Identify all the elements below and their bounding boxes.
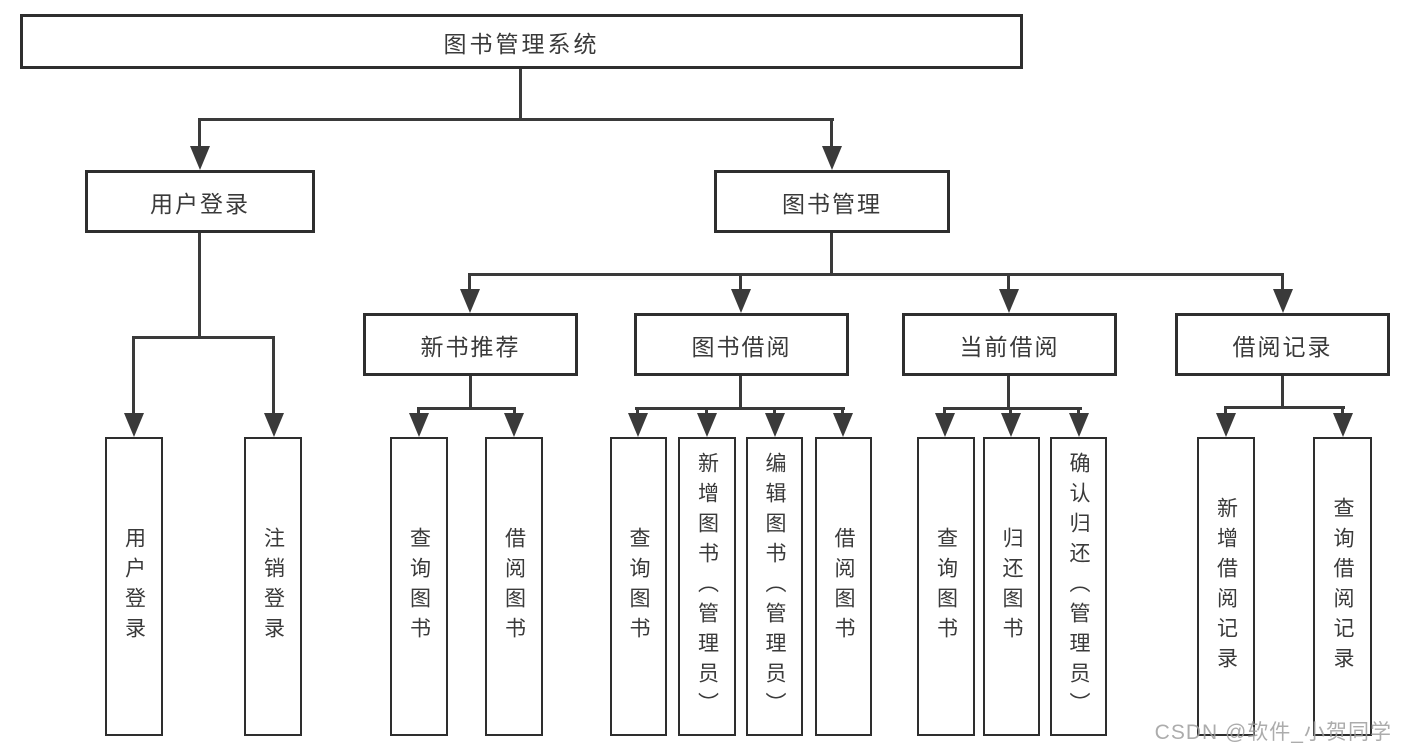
arrow-down [999, 289, 1019, 313]
connector-vline [198, 118, 201, 148]
connector-vline [773, 407, 776, 415]
connector-vline [1281, 273, 1284, 291]
arrow-down [935, 413, 955, 437]
connector-vline [519, 69, 522, 118]
connector-hline [943, 407, 1082, 410]
leaf-borrow-book-recommend-label: 借阅图书 [502, 526, 526, 647]
leaf-edit-book-admin: 编辑图书（管理员） [746, 437, 803, 736]
connector-vline [1007, 376, 1010, 407]
connector-vline [469, 376, 472, 407]
leaf-borrow-book-recommend: 借阅图书 [485, 437, 543, 736]
connector-hline [468, 273, 1284, 276]
connector-vline [272, 336, 275, 415]
leaf-query-book-recommend: 查询图书 [390, 437, 448, 736]
connector-vline [417, 407, 420, 415]
node-current-borrow-label: 当前借阅 [959, 333, 1060, 360]
connector-hline [198, 118, 834, 121]
arrow-down [1216, 413, 1236, 437]
connector-vline [739, 273, 742, 291]
connector-vline [1007, 273, 1010, 291]
connector-vline [1341, 406, 1344, 415]
leaf-add-book-admin-label: 新增图书（管理员） [695, 451, 719, 722]
node-user-login: 用户登录 [85, 170, 315, 233]
leaf-borrow-book: 借阅图书 [815, 437, 872, 736]
leaf-query-borrow-record-label: 查询借阅记录 [1331, 496, 1354, 677]
connector-vline [943, 407, 946, 415]
leaf-return-book-label: 归还图书 [1000, 526, 1023, 647]
node-book-borrow: 图书借阅 [634, 313, 849, 376]
leaf-query-book-recommend-label: 查询图书 [407, 526, 431, 647]
node-book-management: 图书管理 [714, 170, 950, 233]
leaf-logout: 注销登录 [244, 437, 302, 736]
leaf-add-borrow-record: 新增借阅记录 [1197, 437, 1255, 736]
connector-vline [841, 407, 844, 415]
arrow-down [765, 413, 785, 437]
leaf-add-book-admin: 新增图书（管理员） [678, 437, 736, 736]
arrow-down [1001, 413, 1021, 437]
leaf-confirm-return-admin-label: 确认归还（管理员） [1067, 451, 1090, 722]
leaf-confirm-return-admin: 确认归还（管理员） [1050, 437, 1107, 736]
leaf-query-book-borrow-label: 查询图书 [627, 526, 650, 647]
connector-vline [830, 233, 833, 273]
connector-vline [132, 336, 135, 415]
node-book-borrow-label: 图书借阅 [691, 333, 792, 360]
connector-vline [198, 233, 201, 336]
node-user-login-label: 用户登录 [150, 190, 250, 217]
arrow-down [731, 289, 751, 313]
node-borrow-records-label: 借阅记录 [1232, 333, 1333, 360]
connector-vline [739, 376, 742, 407]
leaf-user-login-label: 用户登录 [122, 526, 146, 647]
connector-vline [1077, 407, 1080, 415]
connector-hline [417, 407, 516, 410]
leaf-query-borrow-record: 查询借阅记录 [1313, 437, 1372, 736]
arrow-down [1273, 289, 1293, 313]
arrow-down [124, 413, 144, 437]
leaf-query-book-current-label: 查询图书 [934, 526, 958, 647]
leaf-borrow-book-label: 借阅图书 [832, 526, 855, 647]
arrow-down [504, 413, 524, 437]
arrow-down [1333, 413, 1353, 437]
node-root: 图书管理系统 [20, 14, 1023, 69]
arrow-down [833, 413, 853, 437]
node-current-borrow: 当前借阅 [902, 313, 1117, 376]
leaf-logout-label: 注销登录 [261, 526, 285, 647]
arrow-down [409, 413, 429, 437]
node-book-management-label: 图书管理 [782, 190, 882, 217]
arrow-down [264, 413, 284, 437]
node-new-book-recommend-label: 新书推荐 [420, 333, 521, 360]
node-root-label: 图书管理系统 [443, 30, 600, 57]
arrow-down [822, 146, 842, 170]
connector-hline [132, 336, 275, 339]
connector-vline [1009, 407, 1012, 415]
connector-vline [1224, 406, 1227, 415]
arrow-down [460, 289, 480, 313]
connector-hline [1224, 406, 1345, 409]
connector-vline [830, 118, 833, 148]
arrow-down [1069, 413, 1089, 437]
leaf-query-book-borrow: 查询图书 [610, 437, 667, 736]
connector-vline [513, 407, 516, 415]
watermark: CSDN @软件_小贺同学 [1154, 721, 1392, 744]
node-borrow-records: 借阅记录 [1175, 313, 1390, 376]
leaf-user-login: 用户登录 [105, 437, 163, 736]
connector-hline [635, 407, 845, 410]
leaf-add-borrow-record-label: 新增借阅记录 [1214, 496, 1238, 677]
arrow-down [628, 413, 648, 437]
leaf-return-book: 归还图书 [983, 437, 1040, 736]
connector-vline [468, 273, 471, 291]
connector-vline [1281, 376, 1284, 406]
arrow-down [697, 413, 717, 437]
leaf-edit-book-admin-label: 编辑图书（管理员） [763, 451, 786, 722]
connector-vline [705, 407, 708, 415]
arrow-down [190, 146, 210, 170]
node-new-book-recommend: 新书推荐 [363, 313, 578, 376]
connector-vline [636, 407, 639, 415]
leaf-query-book-current: 查询图书 [917, 437, 975, 736]
